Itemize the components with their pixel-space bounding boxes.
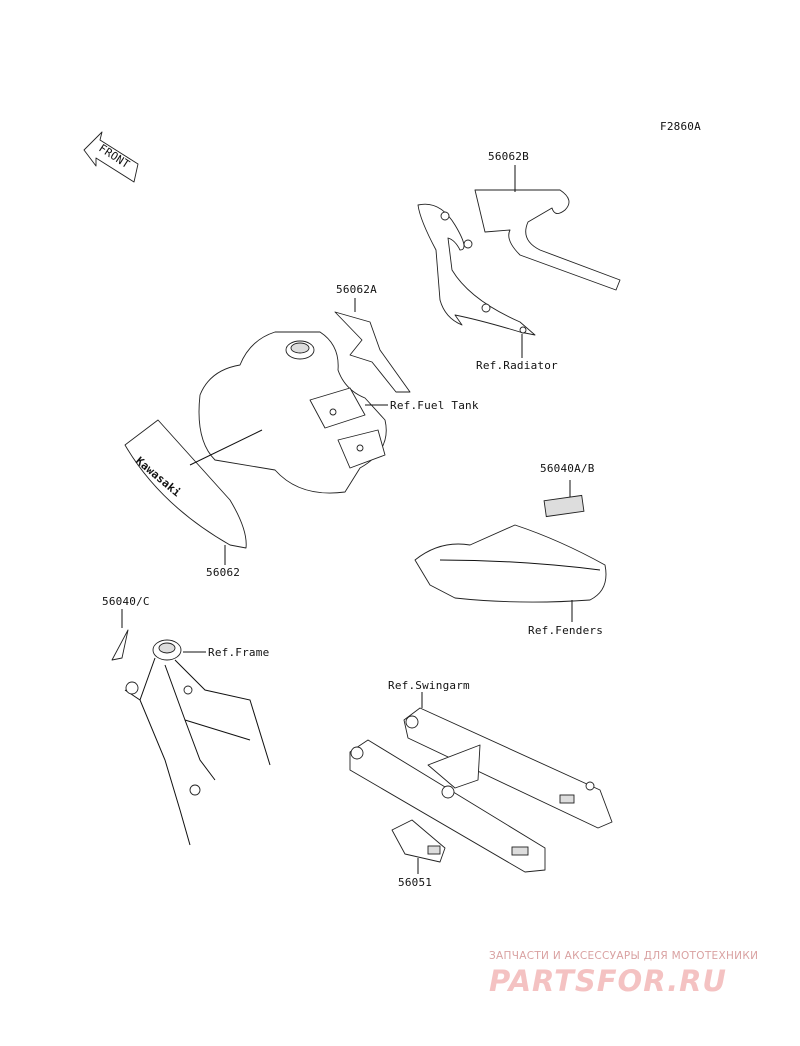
front-arrow-icon: FRONT: [83, 131, 139, 183]
fuel-tank-part: [198, 311, 411, 494]
ref-fenders-label: Ref.Fenders: [528, 624, 603, 637]
watermark-logo: PARTSFOR.RU: [489, 964, 727, 998]
part-number-56040C: 56040/C: [102, 595, 150, 608]
swingarm-decal-56051: [391, 819, 446, 863]
ref-fuel-tank-label: Ref.Fuel Tank: [390, 399, 479, 412]
ref-swingarm-label: Ref.Swingarm: [388, 679, 470, 692]
part-number-56062A: 56062A: [336, 283, 377, 296]
diagram-code: F2860A: [660, 120, 701, 133]
radiator-shroud-decal-part: [417, 189, 621, 336]
watermark-caption: ЗАПЧАСТИ И АКСЕССУАРЫ ДЛЯ МОТОТЕХНИКИ: [489, 950, 759, 962]
ref-frame-label: Ref.Frame: [208, 646, 269, 659]
swingarm-part: [349, 707, 613, 873]
part-number-56051: 56051: [398, 876, 432, 889]
part-number-56062B: 56062B: [488, 150, 529, 163]
part-number-56062: 56062: [206, 566, 240, 579]
rear-fender-part: [414, 494, 607, 603]
frame-part: [111, 629, 271, 846]
ref-radiator-label: Ref.Radiator: [476, 359, 558, 372]
part-number-56040AB: 56040A/B: [540, 462, 595, 475]
